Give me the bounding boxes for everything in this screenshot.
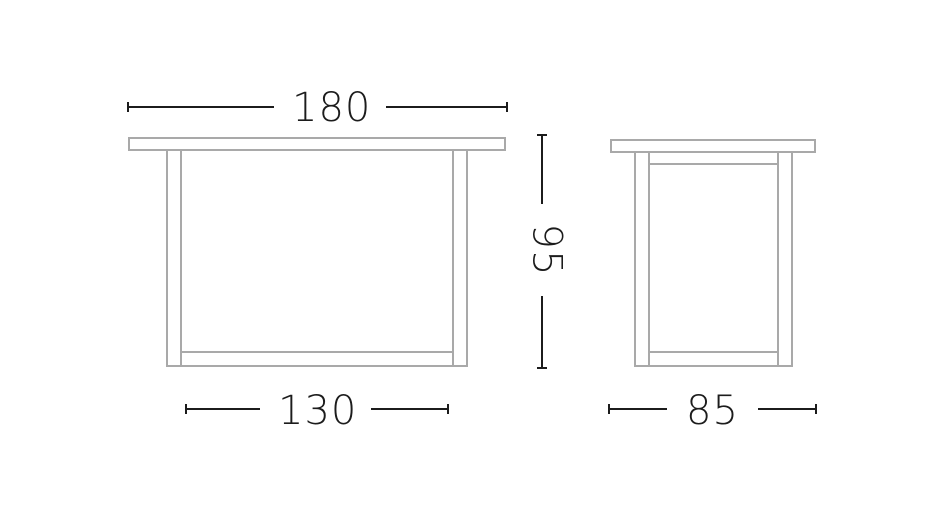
side-left-leg	[634, 151, 650, 367]
dimension-line-right	[371, 408, 449, 410]
front-bottom-stretcher	[180, 351, 454, 367]
dimension-line-bottom	[541, 296, 543, 369]
side-bottom-stretcher	[648, 351, 779, 367]
side-top-stretcher	[648, 151, 779, 165]
dimension-label-85: 85	[686, 388, 739, 434]
dimension-tick-right	[815, 404, 817, 414]
dimension-line-right	[386, 106, 508, 108]
front-left-leg	[166, 149, 182, 367]
side-right-leg	[777, 151, 793, 367]
dimension-label-130: 130	[278, 388, 358, 434]
dimension-label-95: 95	[523, 223, 570, 277]
dimension-tick-right	[447, 404, 449, 414]
dimension-line-left	[127, 106, 274, 108]
dimension-tick-right	[506, 102, 508, 112]
dimension-tick-bottom	[537, 367, 547, 369]
front-right-leg	[452, 149, 468, 367]
dimension-line-left	[185, 408, 260, 410]
dimension-line-right	[758, 408, 817, 410]
dimension-label-180: 180	[292, 85, 372, 131]
dimension-line-top	[541, 134, 543, 204]
dimension-line-left	[608, 408, 667, 410]
front-tabletop	[128, 137, 506, 151]
